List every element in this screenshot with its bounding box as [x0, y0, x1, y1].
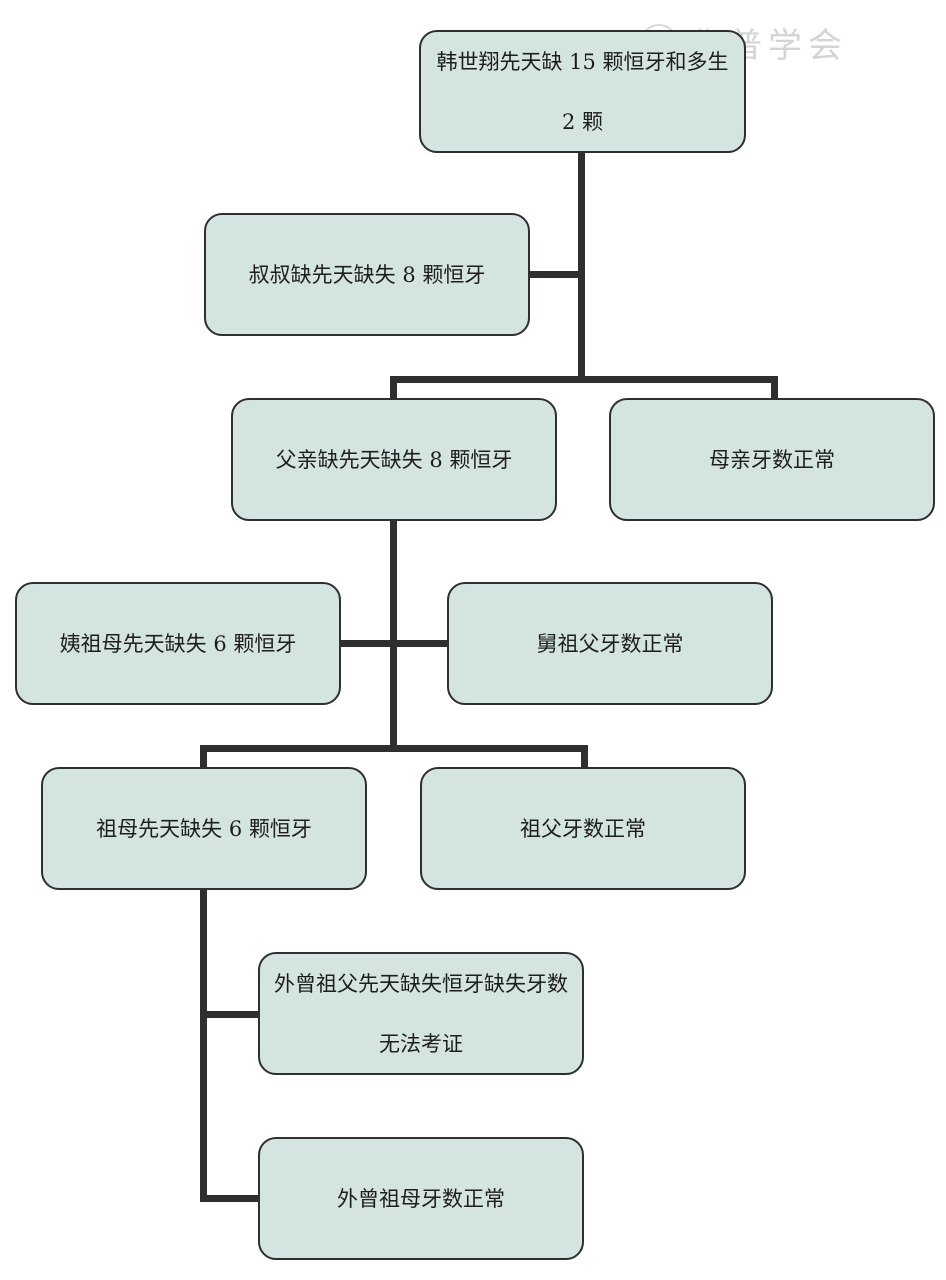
node-great-grandfather: 外曾祖父先天缺失恒牙缺失牙数无法考证 — [258, 952, 584, 1075]
connector-father-trunk — [390, 520, 397, 752]
node-great-grandmother: 外曾祖母牙数正常 — [258, 1137, 584, 1260]
connector-great-grandfather — [200, 1011, 260, 1018]
connector-mother-drop — [771, 376, 778, 400]
node-uncle-text: 叔叔缺先天缺失 8 颗恒牙 — [248, 262, 486, 287]
node-proband-text: 韩世翔先天缺 15 颗恒牙和多生 2 颗 — [436, 49, 729, 134]
node-grandfather-text: 祖父牙数正常 — [520, 816, 646, 841]
node-grandfather: 祖父牙数正常 — [420, 767, 746, 890]
connector-grandmother-drop — [200, 745, 207, 769]
connector-grandaunt-granduncle — [338, 640, 448, 647]
node-great-grandmother-text: 外曾祖母牙数正常 — [337, 1186, 505, 1211]
connector-uncle — [527, 271, 583, 278]
connector-great-grandmother — [200, 1195, 260, 1202]
node-uncle: 叔叔缺先天缺失 8 颗恒牙 — [204, 213, 530, 336]
node-grandaunt-text: 姨祖母先天缺失 6 颗恒牙 — [59, 631, 297, 656]
node-granduncle: 舅祖父牙数正常 — [447, 582, 773, 705]
connector-grandmother-trunk — [200, 888, 207, 1201]
node-grandaunt: 姨祖母先天缺失 6 颗恒牙 — [15, 582, 341, 705]
node-grandmother: 祖母先天缺失 6 颗恒牙 — [41, 767, 367, 890]
node-father-text: 父亲缺先天缺失 8 颗恒牙 — [275, 447, 513, 472]
node-proband: 韩世翔先天缺 15 颗恒牙和多生 2 颗 — [419, 30, 746, 153]
connector-grandparents-bar — [200, 745, 588, 752]
connector-father-drop — [390, 376, 397, 400]
node-great-grandfather-text: 外曾祖父先天缺失恒牙缺失牙数无法考证 — [274, 971, 568, 1056]
connector-proband-trunk — [578, 150, 585, 382]
node-grandmother-text: 祖母先天缺失 6 颗恒牙 — [96, 816, 312, 841]
node-mother: 母亲牙数正常 — [609, 398, 935, 521]
node-mother-text: 母亲牙数正常 — [709, 447, 835, 472]
connector-parents-bar — [390, 376, 778, 383]
connector-grandfather-drop — [581, 745, 588, 769]
node-granduncle-text: 舅祖父牙数正常 — [536, 631, 684, 656]
node-father: 父亲缺先天缺失 8 颗恒牙 — [231, 398, 557, 521]
